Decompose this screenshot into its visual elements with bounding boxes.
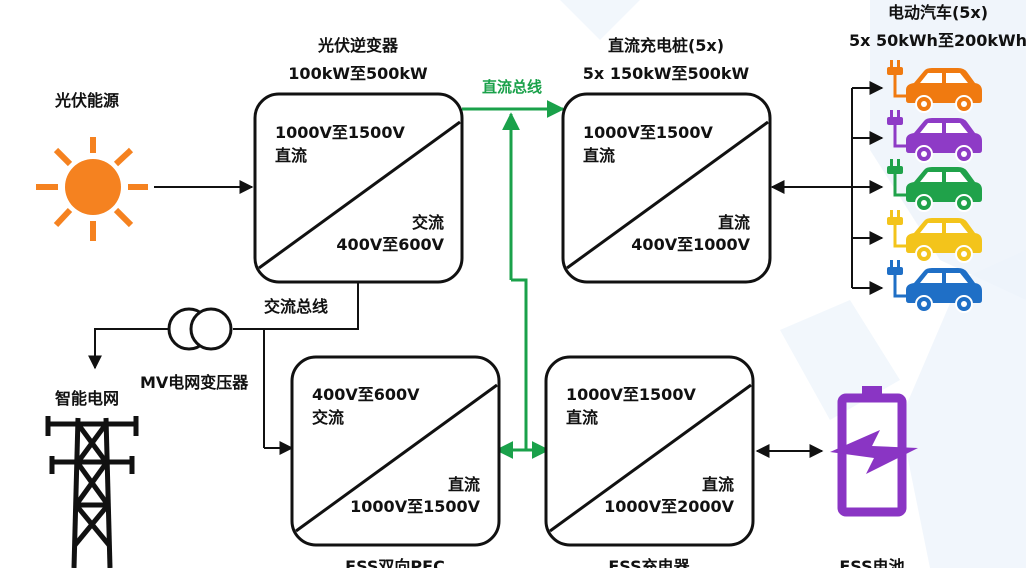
ess-charger-title: ESS充电器 <box>608 557 690 568</box>
ess-pfc-out-voltage: 1000V至1500V <box>350 497 480 516</box>
dc-charger-in-voltage: 1000V至1500V <box>583 123 713 142</box>
ess-pfc-title: ESS双向PFC <box>345 557 445 568</box>
ev-distribution-bus <box>851 81 884 295</box>
car-blue-icon <box>887 260 982 313</box>
dc-charger-title: 直流充电桩(5x) <box>608 36 724 55</box>
pv-inverter-title: 光伏逆变器 <box>317 36 399 55</box>
ess-charger-in-type: 直流 <box>566 408 598 427</box>
car-yellow-icon <box>887 210 982 263</box>
ac-bus-label: 交流总线 <box>264 297 328 316</box>
transformer-label: MV电网变压器 <box>140 373 249 392</box>
ac-bus-lines <box>88 282 359 455</box>
pv-inverter-out-type: 交流 <box>412 213 444 232</box>
ess-pfc-box <box>290 355 501 547</box>
ev-car-list <box>887 60 982 313</box>
ess-pfc-in-voltage: 400V至600V <box>312 385 420 404</box>
dc-charger-out-type: 直流 <box>718 213 750 232</box>
dc-bus-label: 直流总线 <box>482 78 542 96</box>
pv-inverter-in-voltage: 1000V至1500V <box>275 123 405 142</box>
car-orange-icon <box>887 60 982 113</box>
ess-charger-box <box>544 355 755 547</box>
ess-charger-out-voltage: 1000V至2000V <box>604 497 734 516</box>
dc-charger-box <box>561 92 772 284</box>
sun-icon <box>36 137 148 241</box>
battery-icon <box>830 386 918 517</box>
ess-charger-in-voltage: 1000V至1500V <box>566 385 696 404</box>
ev-rating: 5x 50kWh至200kWh <box>849 31 1026 50</box>
dc-bus-lines <box>462 100 565 459</box>
ess-charger-out-type: 直流 <box>702 475 734 494</box>
pv-inverter-rating: 100kW至500kW <box>288 64 428 83</box>
ess-battery-label: ESS电池 <box>839 557 904 568</box>
dc-charger-out-voltage: 400V至1000V <box>631 235 750 254</box>
smart-grid-label: 智能电网 <box>55 389 119 408</box>
car-green-icon <box>887 159 982 212</box>
dc-charger-rating: 5x 150kW至500kW <box>583 64 750 83</box>
power-tower-icon <box>45 416 139 568</box>
dc-charger-in-type: 直流 <box>583 146 615 165</box>
ess-pfc-in-type: 交流 <box>312 408 344 427</box>
ess-pfc-out-type: 直流 <box>448 475 480 494</box>
car-purple-icon <box>887 110 982 163</box>
pv-source-label: 光伏能源 <box>54 91 119 110</box>
pv-inverter-out-voltage: 400V至600V <box>336 235 444 254</box>
transformer-icon <box>167 307 233 351</box>
ev-title: 电动汽车(5x) <box>888 3 988 22</box>
pv-inverter-in-type: 直流 <box>275 146 307 165</box>
